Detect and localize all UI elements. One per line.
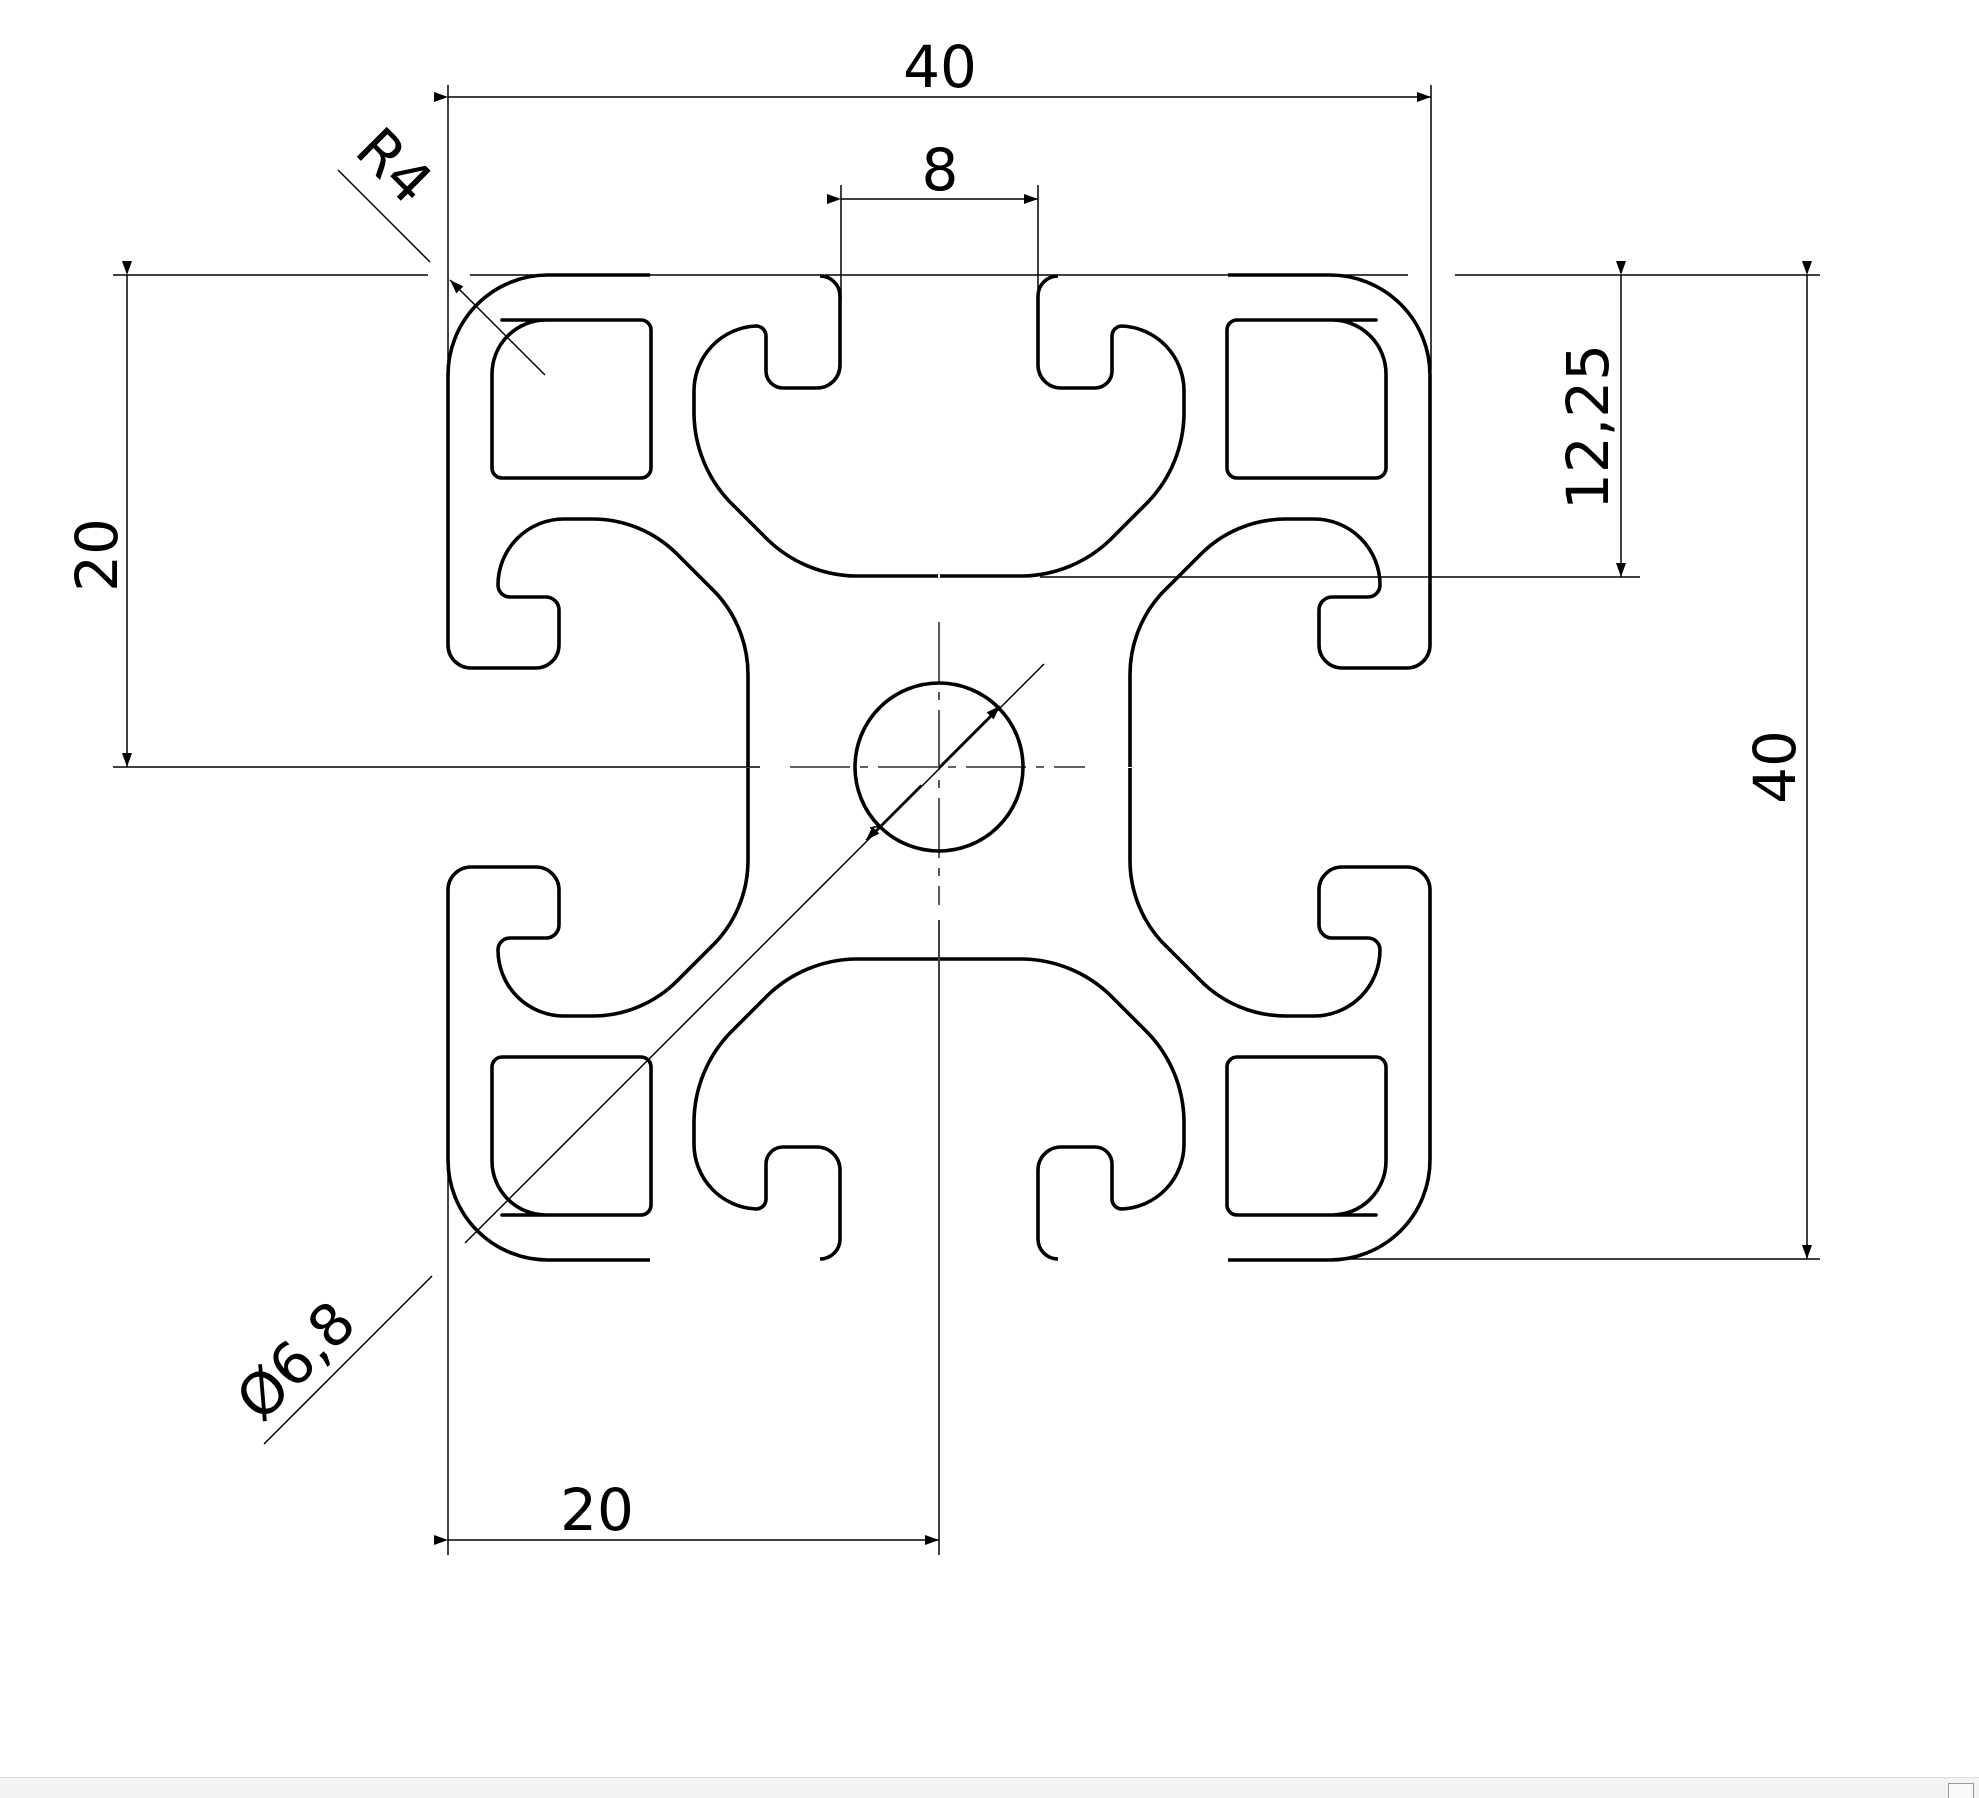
extension-lines [113,85,1820,1555]
overall-height-label: 40 [1741,730,1809,804]
bottom-strip [0,1777,1979,1798]
slot-width-label: 8 [922,136,959,204]
center-lines [113,622,1085,1555]
half-height-label: 20 [63,518,131,592]
corner-radius-label: R4 [343,115,446,218]
slot-depth-label: 12,25 [1554,344,1622,510]
dimension-lines [122,92,1812,1545]
overall-width-label: 40 [903,33,977,101]
corner-handle[interactable] [1948,1783,1974,1798]
half-width-label: 20 [560,1476,634,1544]
dimension-labels: 40 8 R4 20 12,25 40 Ø6,8 20 [63,33,1809,1544]
